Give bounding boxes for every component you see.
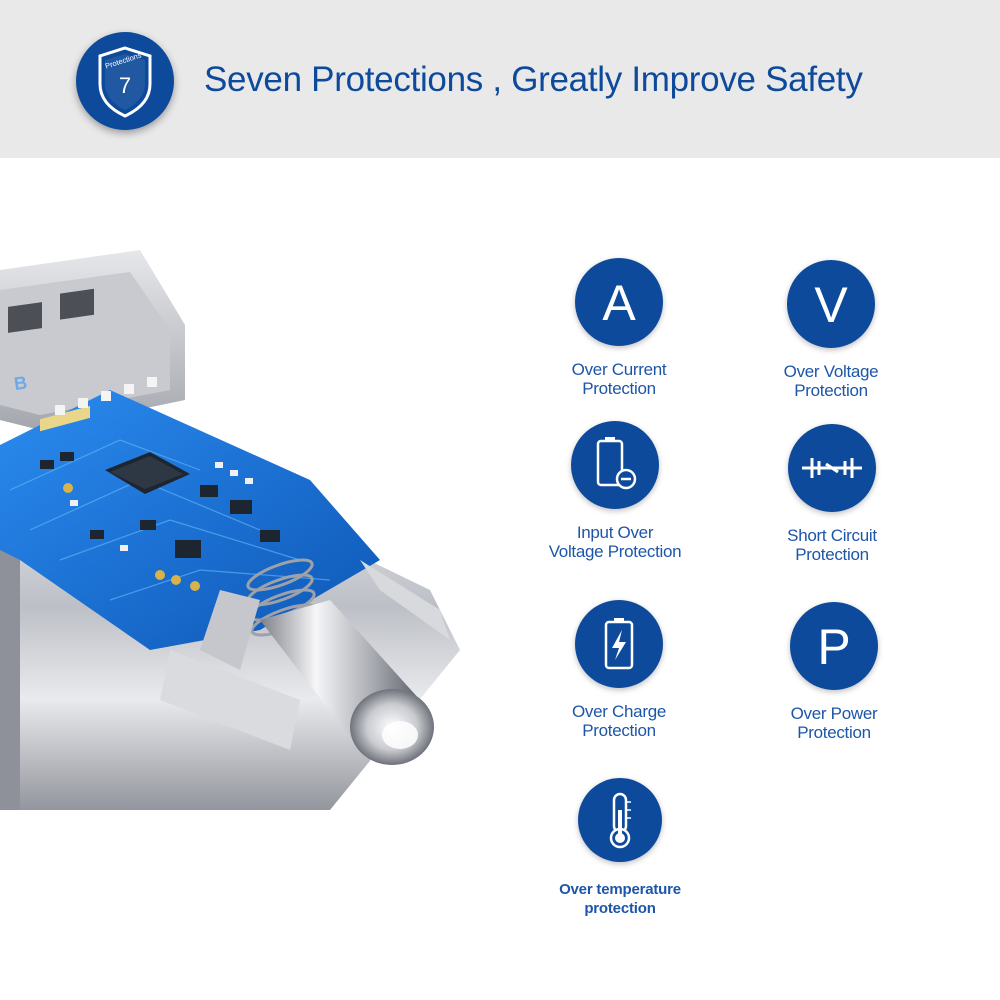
battery-minus-icon: [571, 421, 659, 509]
feature-label: Over Charge Protection: [571, 702, 667, 740]
header-banner: 7 Protections Seven Protections , Greatl…: [0, 0, 1000, 158]
car-charger-illustration: B: [0, 250, 460, 810]
voltage-letter-icon: V: [787, 260, 875, 348]
svg-text:V: V: [814, 277, 848, 333]
brand-mark: B: [13, 372, 29, 394]
feature-input-over-voltage: Input Over Voltage Protection: [520, 421, 710, 561]
feature-over-charge: Over Charge Protection: [524, 600, 714, 740]
thermometer-icon: [578, 778, 662, 862]
page-title: Seven Protections , Greatly Improve Safe…: [204, 60, 863, 99]
seven-protections-badge: 7 Protections: [76, 32, 174, 130]
feature-over-current: A Over Current Protection: [524, 258, 714, 398]
battery-charge-icon: [575, 600, 663, 688]
feature-label: Over Current Protection: [571, 360, 667, 398]
feature-label: Over temperature protection: [559, 881, 681, 917]
feature-label: Over Voltage Protection: [783, 362, 879, 400]
badge-number: 7: [119, 73, 131, 98]
svg-text:A: A: [602, 275, 636, 331]
feature-over-voltage: V Over Voltage Protection: [736, 260, 926, 400]
feature-label: Over Power Protection: [790, 704, 878, 742]
ampere-letter-icon: A: [575, 258, 663, 346]
feature-short-circuit: Short Circuit Protection: [737, 424, 927, 564]
feature-label: Short Circuit Protection: [787, 526, 877, 564]
power-letter-icon: P: [790, 602, 878, 690]
feature-over-temperature: Over temperature protection: [525, 778, 715, 918]
shield-icon: 7 Protections: [98, 46, 152, 118]
svg-text:P: P: [817, 619, 850, 675]
circuit-icon: [788, 424, 876, 512]
feature-over-power: P Over Power Protection: [739, 602, 929, 742]
feature-label: Input Over Voltage Protection: [548, 523, 682, 561]
